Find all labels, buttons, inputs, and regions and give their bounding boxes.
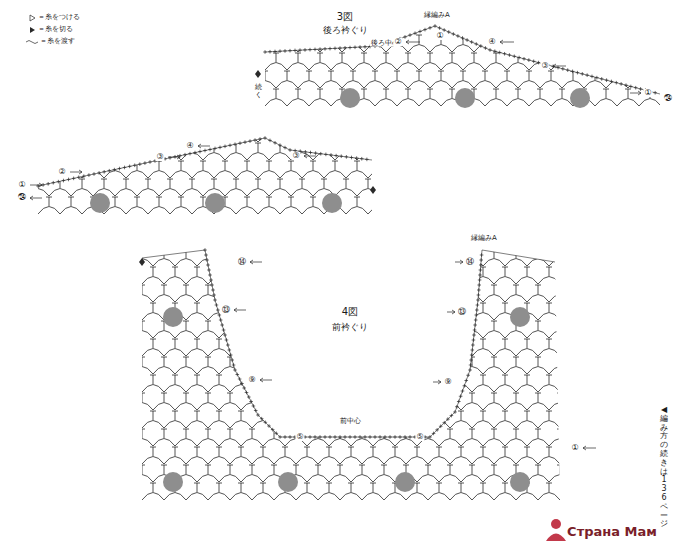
direction-arrow <box>30 40 641 450</box>
chart-label: ⑤ <box>295 433 304 441</box>
chart-label: ① <box>570 444 579 452</box>
attach-symbol <box>30 15 35 21</box>
chart-label: ④ <box>185 142 194 150</box>
shaded-motif <box>278 472 298 492</box>
chart-label: ㉔ <box>663 95 673 103</box>
chart-label: ① <box>435 32 444 40</box>
shaded-motif <box>205 193 225 213</box>
stitch-rows <box>16 125 412 214</box>
shaded-motif <box>570 88 590 108</box>
chart-label: ③ <box>291 152 300 160</box>
chart-label: ④ <box>487 38 496 46</box>
chart-label: 前衿ぐり <box>331 323 369 332</box>
chart-label: ② <box>393 38 402 46</box>
chart-label: ⑬ <box>221 306 231 314</box>
chart-label: ③ <box>540 62 549 70</box>
chart-label: 縁編みA <box>423 12 451 19</box>
chart-label: ⑭ <box>237 258 247 266</box>
chart-label: ① <box>643 89 652 97</box>
edge-line <box>38 138 372 186</box>
chart-label: ⑭ <box>465 258 475 266</box>
vertical-note: 続く <box>254 84 263 99</box>
chart-label: ⑤ <box>415 433 424 441</box>
chart-label: ① <box>17 181 26 189</box>
shaded-motif <box>455 88 475 108</box>
continue-mark <box>139 258 145 266</box>
shaded-motif <box>163 307 183 327</box>
shaded-motif <box>322 193 342 213</box>
legend-entry: ＝糸をつける <box>38 14 80 21</box>
edge-line <box>142 250 555 262</box>
shaded-motif <box>510 472 530 492</box>
chart-label: 縁編みA <box>470 235 498 242</box>
edge-stitches <box>263 24 657 94</box>
chart-label: 後ろ衿ぐり <box>322 26 369 35</box>
stitch-rows <box>120 249 593 500</box>
watermark: Страна Мам <box>566 525 658 538</box>
cut-symbol <box>30 27 35 33</box>
shaded-motif <box>90 193 342 213</box>
shaded-motif <box>510 307 530 327</box>
chart-label: ② <box>57 168 66 176</box>
edge-stitches <box>203 248 483 439</box>
chart-label: ③ <box>155 153 164 161</box>
legend-entry: ＝糸を渡す <box>40 38 75 45</box>
shaded-motif <box>340 88 590 108</box>
chart-label: ⑨ <box>247 376 256 384</box>
shaded-motif <box>395 472 415 492</box>
edge-line <box>205 250 482 437</box>
shaded-motif <box>90 193 110 213</box>
continue-mark <box>370 186 376 194</box>
chart-label: ⑨ <box>443 378 452 386</box>
shaded-motif <box>163 472 183 492</box>
continue-mark <box>255 70 261 78</box>
chart-label: 4図 <box>341 307 359 317</box>
edge-stitches <box>36 136 368 188</box>
chart-label: 前中心 <box>339 418 362 425</box>
chart-label: ㉔ <box>17 194 27 202</box>
vertical-note: ◀編み方の続きは136ページ <box>659 406 669 529</box>
watermark-icon <box>546 519 566 541</box>
chart-label: 3図 <box>336 12 354 22</box>
edge-line <box>265 26 660 94</box>
chart-label: ⑬ <box>457 308 467 316</box>
carry-symbol <box>26 41 38 44</box>
shaded-motif <box>340 88 360 108</box>
legend-entry: ＝糸を切る <box>38 26 73 33</box>
